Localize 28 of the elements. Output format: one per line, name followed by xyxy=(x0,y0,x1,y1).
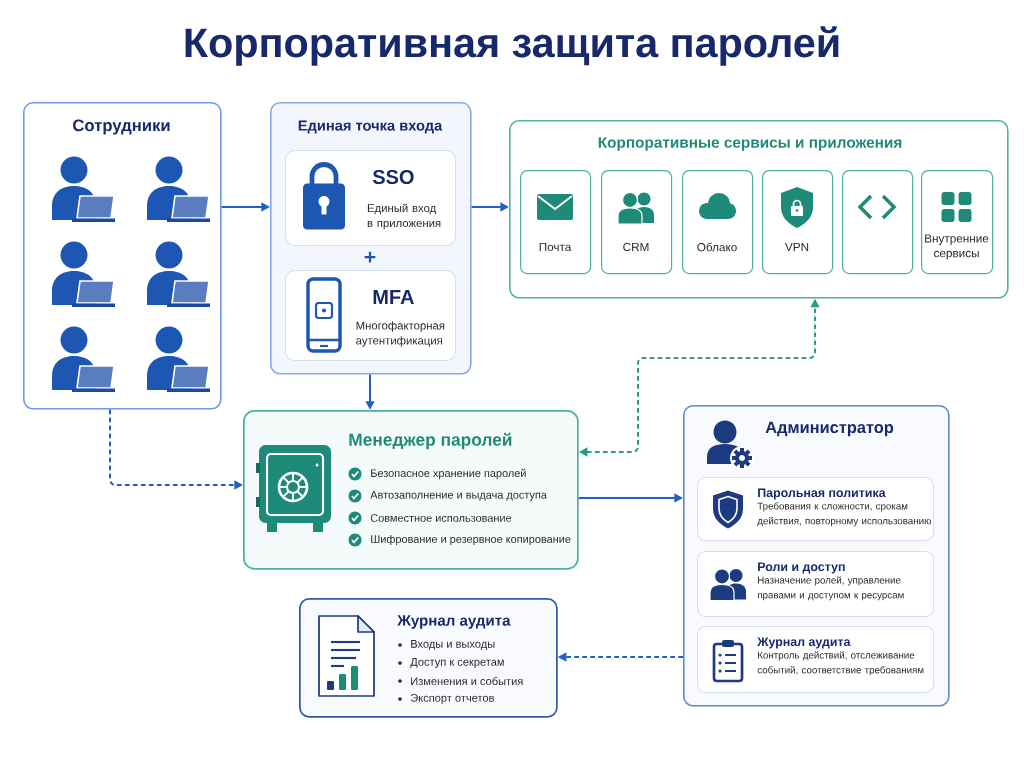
panel-heading: Администратор xyxy=(765,421,894,437)
title: Корпоративная защита паролей xyxy=(185,26,839,66)
list-item: Доступ к секретам xyxy=(410,658,504,668)
list-item: Экспорт отчетов xyxy=(410,694,494,704)
list-item: Безопасное хранение паролей xyxy=(371,468,526,480)
service-tile: Внутренние сервисы xyxy=(921,170,994,275)
card-title: Журнал аудита xyxy=(757,637,851,649)
card-description: Назначение ролей, управление правами и доступом к ресурсам xyxy=(757,576,904,601)
list-item: Входы и выходы xyxy=(411,640,495,650)
list-item: Совместное использование xyxy=(370,514,512,522)
panel-heading: Корпоративные сервисы и приложения xyxy=(598,137,902,151)
panel-heading: Журнал аудита xyxy=(397,615,511,629)
card-title: MFA xyxy=(373,290,414,304)
list-item: Шифрование и резервное копирование xyxy=(371,534,571,546)
panel-heading: Единая точка входа xyxy=(298,120,443,134)
service-tile: Облако xyxy=(682,170,754,275)
list-item: Изменения и события xyxy=(411,676,523,686)
card-title: Роли и доступ xyxy=(758,562,845,574)
list-item: Автозаполнение и выдача доступа xyxy=(370,491,547,501)
card-title: Парольная политика xyxy=(758,488,886,500)
plus-sign: + xyxy=(364,251,376,263)
card-description: Многофакторная аутентификация xyxy=(356,321,445,347)
card-description: Единый вход в приложения xyxy=(367,203,441,230)
panel-heading: Сотрудники xyxy=(73,119,170,135)
card-description: Контроль действий, отслеживание событий, соответствие требованиям xyxy=(757,651,924,676)
panel-heading: Менеджер паролей xyxy=(349,432,512,450)
card-description: Требования к сложности, срокам действия, повторному использованию xyxy=(757,502,931,527)
card-title: SSO xyxy=(372,169,414,185)
